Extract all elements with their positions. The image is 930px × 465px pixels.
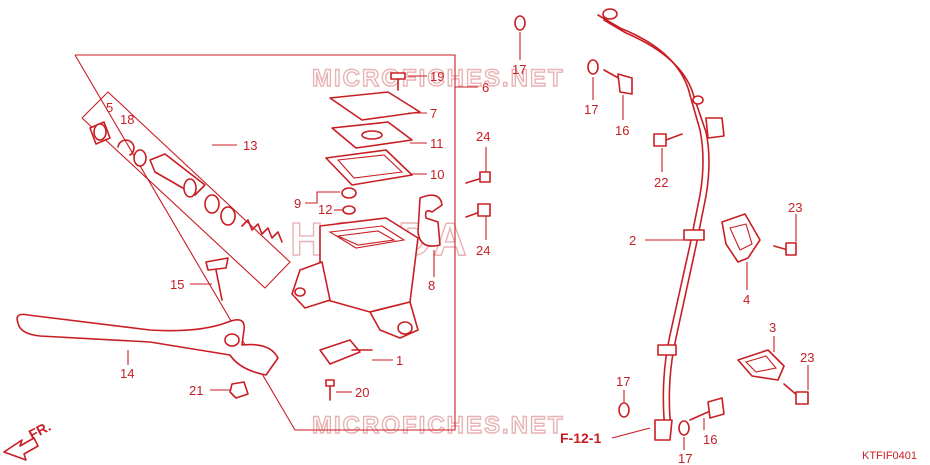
- reservoir-seal: [342, 205, 356, 215]
- callout-6: 6: [482, 80, 489, 95]
- diaphragm: [325, 149, 413, 186]
- callout-14: 14: [120, 366, 134, 381]
- piston-boot: [89, 121, 111, 145]
- leader-9: [305, 191, 340, 204]
- assembly-outline: [74, 54, 456, 431]
- callout-12: 12: [318, 202, 332, 217]
- bolt-22: [653, 133, 683, 147]
- callout-23-b: 23: [800, 350, 814, 365]
- washer: [133, 149, 147, 167]
- piston: [149, 153, 206, 198]
- cup-seal-secondary: [220, 206, 236, 226]
- pivot-bolt: [205, 257, 229, 301]
- callout-9: 9: [294, 196, 301, 211]
- stop-switch: [319, 339, 361, 365]
- brake-hose: [597, 8, 725, 441]
- diaphragm-plate: [331, 121, 413, 149]
- callout-22: 22: [654, 175, 668, 190]
- pivot-nut: [229, 381, 249, 399]
- oil-bolt-16-lower: [689, 397, 725, 421]
- float: [341, 187, 357, 199]
- callout-16-a: 16: [615, 123, 629, 138]
- bolt-24-upper: [465, 171, 491, 184]
- hose-guide: [737, 349, 785, 381]
- piston-group-outline: [81, 91, 291, 289]
- callout-13: 13: [243, 138, 257, 153]
- cup-seal-primary: [204, 194, 220, 214]
- bolt-24-lower: [465, 203, 491, 218]
- watermark-top: MICROFICHES.NET: [312, 65, 565, 92]
- brake-lever: [16, 313, 279, 376]
- callout-16-b: 16: [703, 432, 717, 447]
- washer-17a: [514, 15, 526, 31]
- callout-24-lower: 24: [476, 243, 490, 258]
- callout-17-c: 17: [616, 374, 630, 389]
- switch-screw: [325, 379, 335, 401]
- master-cylinder-body: [291, 217, 419, 339]
- cap-screw: [390, 72, 406, 91]
- callout-8: 8: [428, 278, 435, 293]
- callout-21: 21: [189, 383, 203, 398]
- spring: [241, 219, 283, 243]
- callout-15: 15: [170, 277, 184, 292]
- bolt-23-upper: [773, 242, 797, 256]
- callout-17-d: 17: [678, 451, 692, 465]
- bolt-23-lower: [783, 383, 809, 405]
- callout-17-b: 17: [584, 102, 598, 117]
- callout-20: 20: [355, 385, 369, 400]
- washer-17b: [587, 59, 599, 75]
- hose-clamp: [721, 213, 761, 263]
- callout-24-upper: 24: [476, 129, 490, 144]
- front-arrow-icon: [3, 437, 39, 461]
- oil-bolt-16-upper: [603, 69, 633, 95]
- callout-3: 3: [769, 320, 776, 335]
- callout-1: 1: [396, 353, 403, 368]
- plate-hole: [361, 130, 383, 140]
- watermark-bottom: MICROFICHES.NET: [312, 412, 565, 439]
- washer-17d: [678, 420, 690, 436]
- reference-label: F-12-1: [560, 430, 601, 446]
- leader-ref: [611, 427, 651, 439]
- reservoir-cap: [329, 91, 421, 121]
- callout-4: 4: [743, 292, 750, 307]
- callout-18: 18: [120, 112, 134, 127]
- diagram-code: KTFIF0401: [862, 450, 917, 462]
- callout-11: 11: [430, 136, 444, 151]
- callout-2: 2: [629, 233, 636, 248]
- callout-5: 5: [106, 100, 113, 115]
- circlip: [117, 139, 135, 156]
- callout-17-a: 17: [512, 62, 526, 77]
- callout-10: 10: [430, 167, 444, 182]
- callout-23-a: 23: [788, 200, 802, 215]
- callout-19: 19: [430, 69, 444, 84]
- washer-17c: [618, 402, 630, 418]
- holder: [417, 194, 443, 247]
- direction-label: FR.: [26, 418, 53, 443]
- callout-7: 7: [430, 106, 437, 121]
